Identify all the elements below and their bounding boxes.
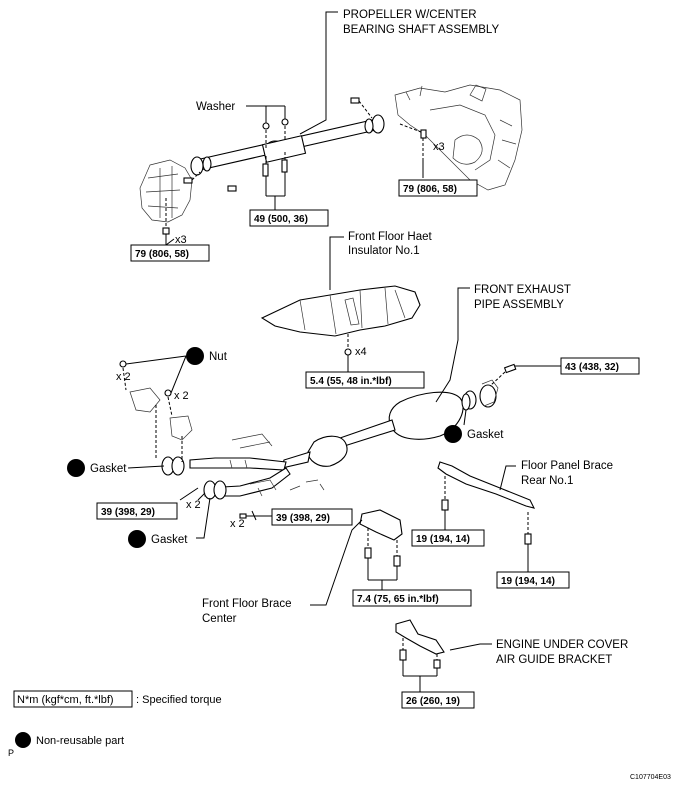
nut-leaders — [119, 355, 187, 417]
multiplier-x2-nut-a: x 2 — [116, 371, 131, 383]
front-flange-studs — [179, 487, 272, 521]
front-floor-brace-center — [310, 509, 403, 606]
heat-insulator-label-1: Front Floor Haet — [348, 231, 433, 243]
multiplier-x2-nut-b: x 2 — [174, 390, 189, 402]
torque-box-exhaust-front-b: 39 (398, 29) — [271, 508, 353, 526]
multiplier-x3-rear: x3 — [433, 141, 445, 153]
svg-text:5.4 (55, 48 in.*lbf): 5.4 (55, 48 in.*lbf) — [310, 376, 392, 387]
cover-bracket-label-1: ENGINE UNDER COVER — [496, 639, 628, 651]
torque-box-propeller-rear: 79 (806, 58) — [398, 179, 478, 197]
gasket-bottom-label: Gasket — [151, 534, 188, 546]
nonreusable-dot-icon — [15, 732, 31, 748]
svg-text:49 (500, 36): 49 (500, 36) — [254, 214, 308, 225]
washer-label: Washer — [196, 101, 235, 113]
transmission-sketch — [139, 159, 193, 223]
exhaust-label-2: PIPE ASSEMBLY — [474, 299, 564, 311]
gasket-left-label: Gasket — [90, 463, 127, 475]
svg-text:43 (438, 32): 43 (438, 32) — [565, 362, 619, 373]
torque-box-propeller-front: 79 (806, 58) — [130, 244, 210, 262]
torque-box-insulator: 5.4 (55, 48 in.*lbf) — [305, 371, 425, 389]
figure-code: C107704E03 — [630, 774, 671, 781]
gasket-left-dot — [67, 459, 85, 477]
insulator-bolt — [344, 334, 352, 372]
torque-box-cover-bracket: 26 (260, 19) — [401, 691, 475, 709]
torque-box-brace-rear-a: 19 (194, 14) — [411, 529, 485, 547]
multiplier-x2-bolt-a: x 2 — [186, 499, 201, 511]
rear-differential-sketch — [394, 84, 523, 191]
svg-text:39 (398, 29): 39 (398, 29) — [276, 513, 330, 524]
torque-box-brace-rear-b: 19 (194, 14) — [496, 571, 570, 589]
svg-text:7.4 (75, 65 in.*lbf): 7.4 (75, 65 in.*lbf) — [357, 594, 439, 605]
svg-text:79 (806, 58): 79 (806, 58) — [135, 249, 189, 260]
gasket-right-label: Gasket — [467, 429, 504, 441]
torque-box-brace-center: 7.4 (75, 65 in.*lbf) — [352, 589, 472, 607]
brace-center-label-1: Front Floor Brace — [202, 598, 291, 610]
washer-bolts — [246, 105, 289, 210]
nut-label: Nut — [209, 351, 228, 363]
brace-center-label-2: Center — [202, 613, 237, 625]
propeller-shaft — [190, 114, 385, 176]
p-mark: P — [8, 748, 14, 758]
floor-panel-brace-rear — [437, 461, 536, 572]
multiplier-x3-front: x3 — [175, 234, 187, 246]
svg-text:39 (398, 29): 39 (398, 29) — [101, 507, 155, 518]
torque-box-exhaust-rear: 43 (438, 32) — [560, 357, 640, 375]
brace-rear-label-1: Floor Panel Brace — [521, 460, 613, 472]
front-flange-bolts — [162, 171, 237, 246]
propeller-label-1: PROPELLER W/CENTER — [343, 9, 477, 21]
legend-nonreusable-text: Non-reusable part — [36, 735, 124, 747]
brace-rear-label-2: Rear No.1 — [521, 475, 573, 487]
torque-box-center-bearing: 49 (500, 36) — [249, 209, 329, 227]
exhaust-label-1: FRONT EXHAUST — [474, 284, 571, 296]
propeller-label-2: BEARING SHAFT ASSEMBLY — [343, 24, 499, 36]
heat-insulator-label-2: Insulator No.1 — [348, 245, 420, 257]
multiplier-x2-bolt-b: x 2 — [230, 518, 245, 530]
torque-box-exhaust-front-a: 39 (398, 29) — [96, 502, 178, 520]
nut-nonreusable-dot — [186, 347, 204, 365]
gasket-bottom-dot — [128, 530, 146, 548]
svg-text:19 (194, 14): 19 (194, 14) — [416, 534, 470, 545]
legend-torque-key: N*m (kgf*cm, ft.*lbf) — [17, 694, 114, 706]
svg-text:19 (194, 14): 19 (194, 14) — [501, 576, 555, 587]
heat-insulator — [260, 236, 421, 337]
gasket-right-dot — [444, 425, 462, 443]
rear-exhaust-flange — [461, 363, 561, 426]
front-flanges — [129, 387, 227, 500]
svg-text:26 (260, 19): 26 (260, 19) — [406, 696, 460, 707]
cover-bracket-label-2: AIR GUIDE BRACKET — [496, 654, 612, 666]
legend-torque: N*m (kgf*cm, ft.*lbf) : Specified torque — [13, 690, 222, 708]
multiplier-x4: x4 — [355, 346, 367, 358]
legend-nonreusable: Non-reusable part — [15, 732, 124, 748]
svg-text:79 (806, 58): 79 (806, 58) — [403, 184, 457, 195]
rear-flange-bolts — [350, 97, 427, 178]
engine-under-cover-bracket — [395, 619, 492, 692]
legend-torque-desc: : Specified torque — [136, 694, 222, 706]
